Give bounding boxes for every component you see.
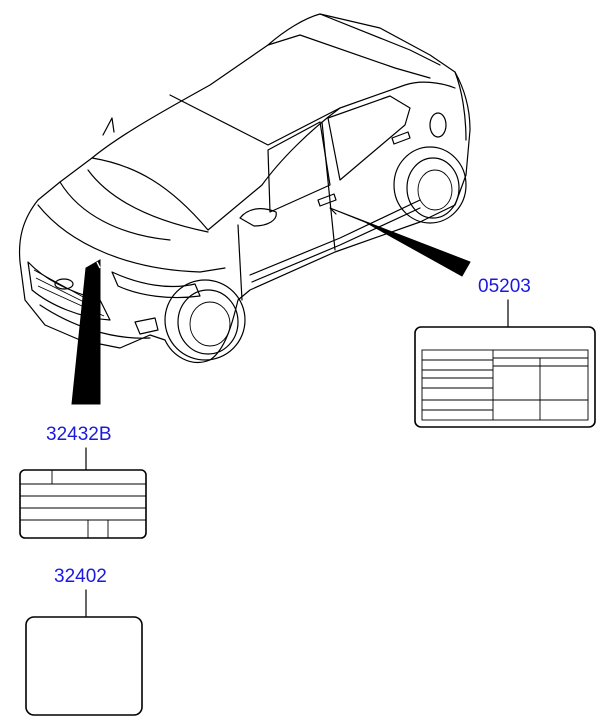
part-number-32432b[interactable]: 32432B <box>46 424 112 445</box>
part-number-05203[interactable]: 05203 <box>478 276 531 297</box>
part-number-32402[interactable]: 32402 <box>54 566 107 587</box>
label-05203-illustration <box>414 326 596 428</box>
pointer-arrow-32432b <box>71 259 101 405</box>
label-32402-illustration <box>25 616 143 716</box>
car-illustration <box>18 13 471 363</box>
pointer-arrow-05203 <box>329 207 471 277</box>
label-32432b-illustration <box>19 469 147 539</box>
